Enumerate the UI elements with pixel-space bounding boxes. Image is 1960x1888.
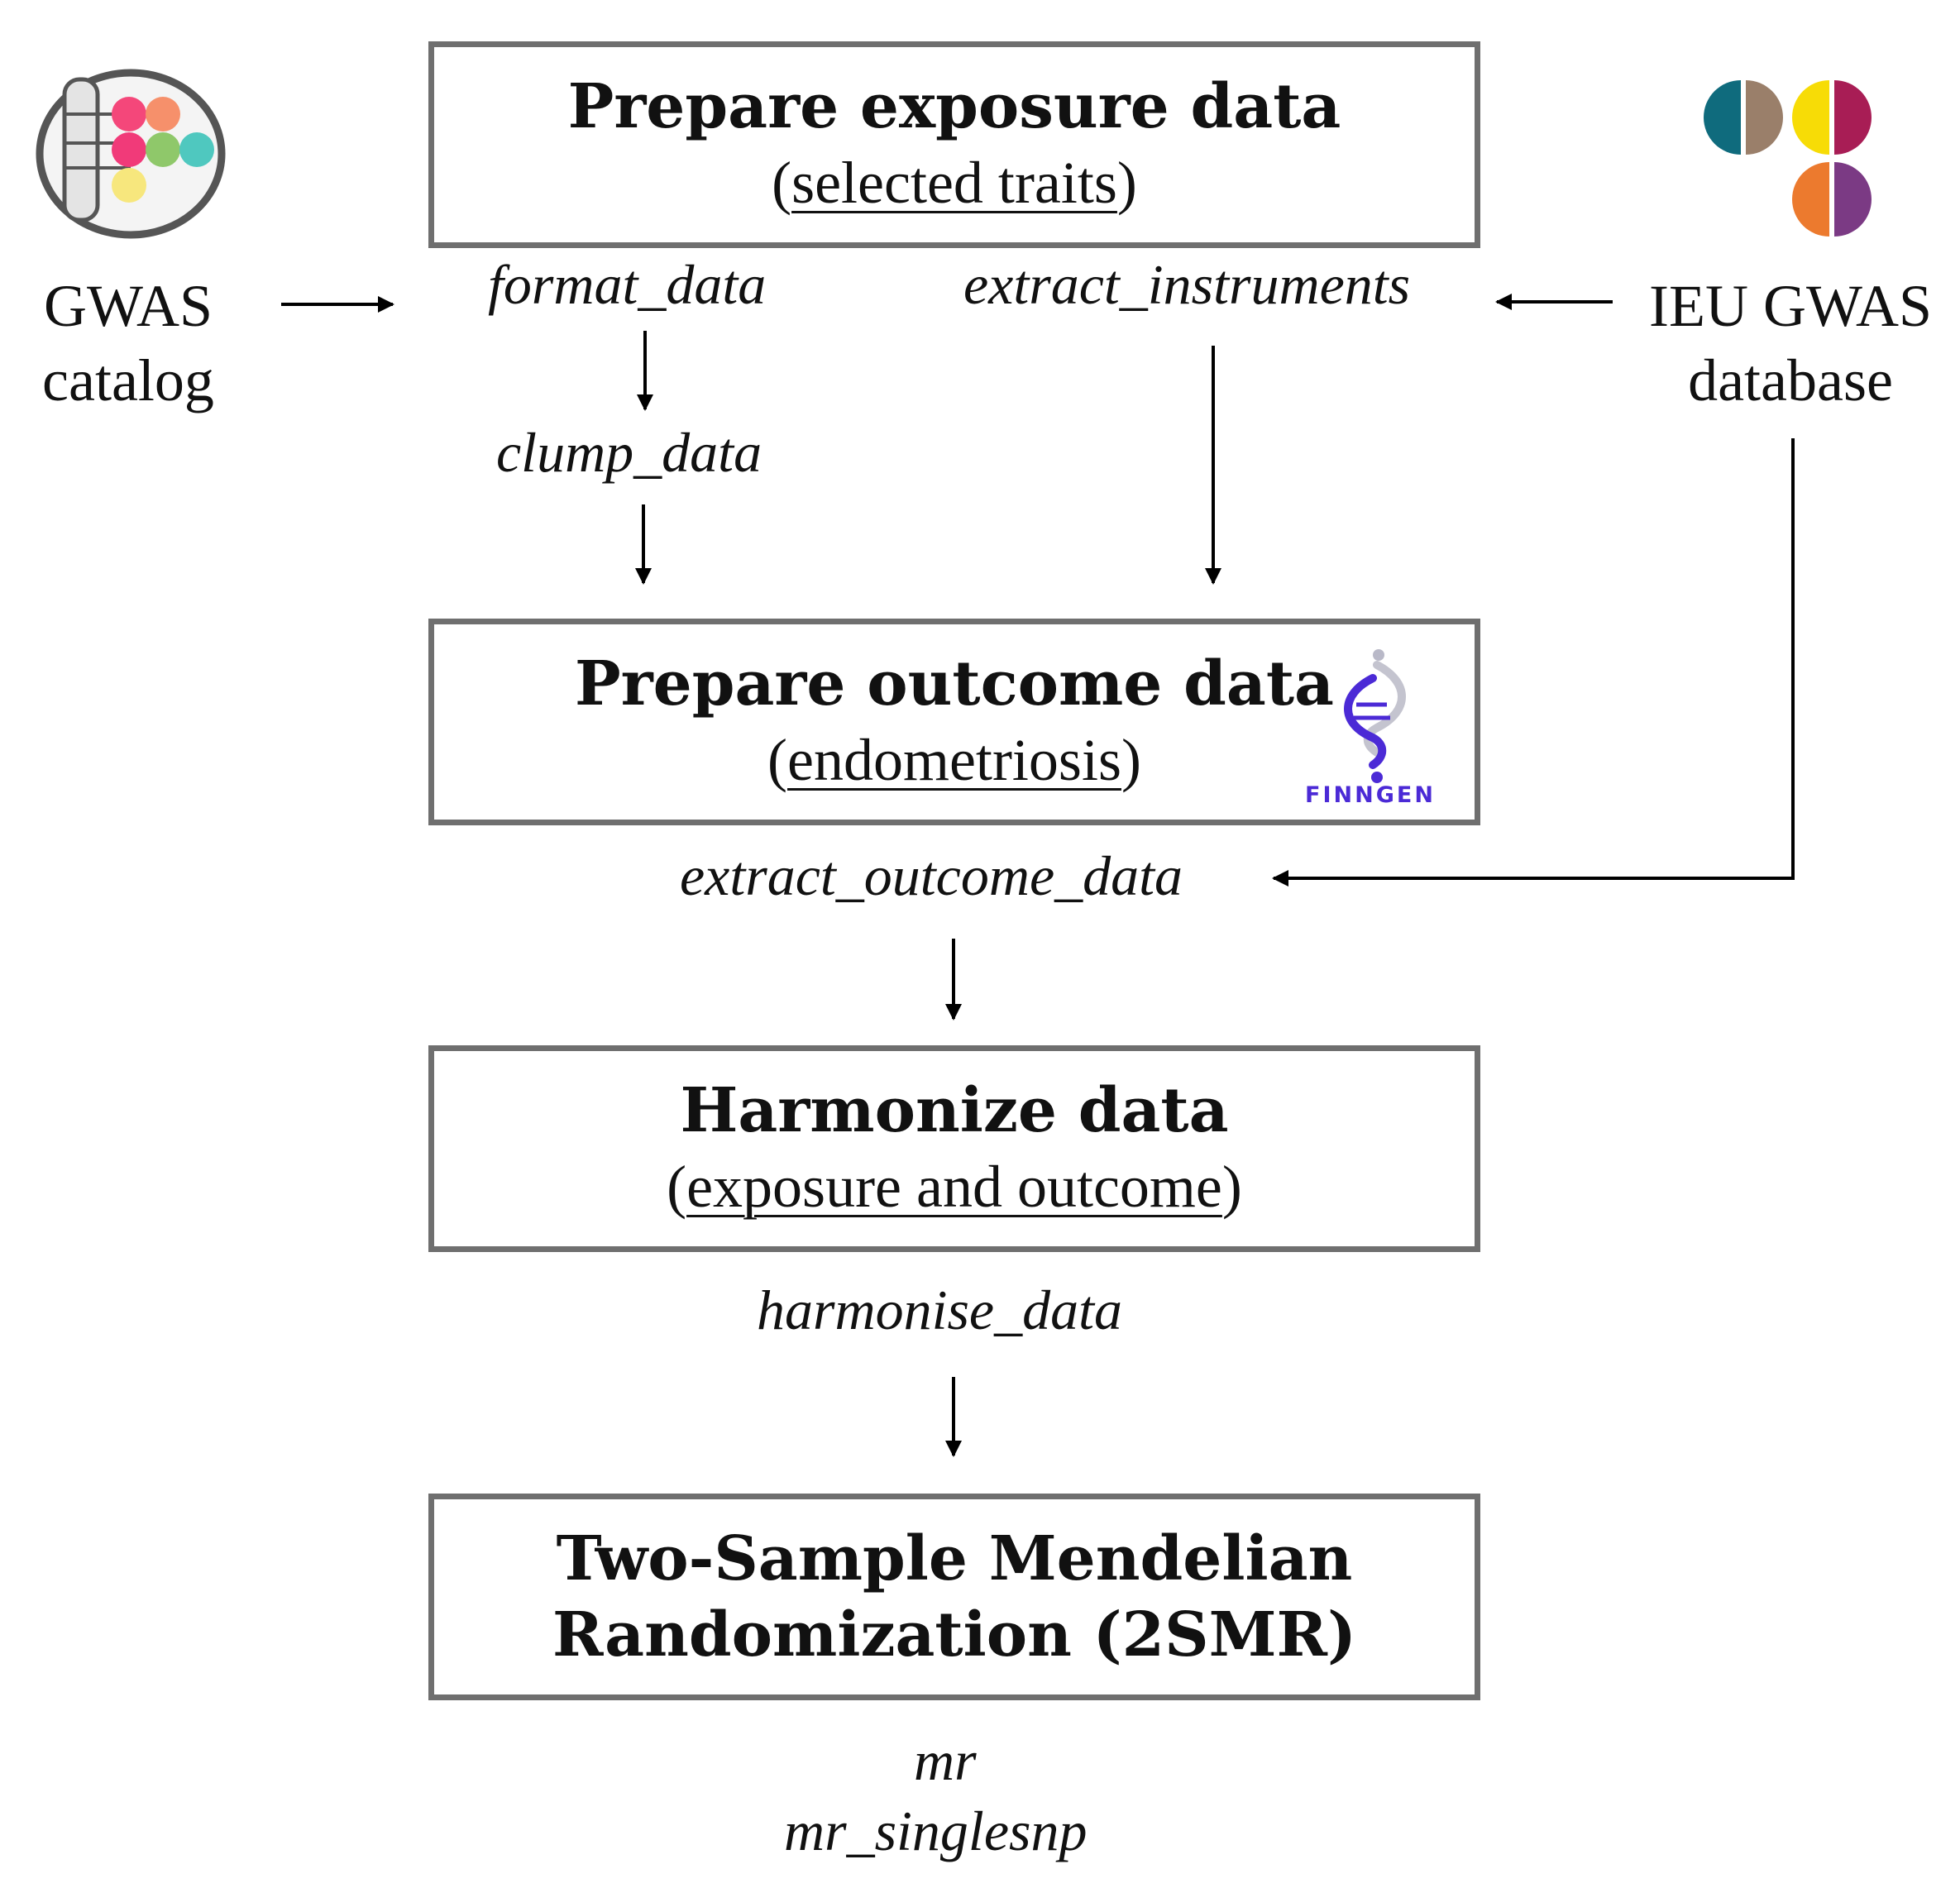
source-gwas-catalog: GWAS catalog — [25, 269, 232, 418]
finngen-logo: FINNGEN — [1294, 645, 1451, 808]
fn-format-data: format_data — [488, 253, 767, 316]
fn-mr: mr — [914, 1729, 977, 1792]
outcome-subtitle: (endometriosis) — [767, 727, 1141, 793]
harmonize-box: Harmonize data (exposure and outcome) — [428, 1045, 1480, 1252]
finngen-dot-bottom — [1371, 772, 1383, 783]
mr-title-line2: Randomization (2SMR) — [552, 1599, 1356, 1671]
exposure-box: Prepare exposure data (selected traits) — [428, 41, 1480, 248]
outcome-box: Prepare outcome data (endometriosis) — [428, 619, 1480, 825]
gwas-catalog-line1: GWAS — [43, 273, 213, 339]
harmonize-title: Harmonize data — [680, 1075, 1229, 1146]
fn-extract-instruments: extract_instruments — [963, 253, 1411, 316]
arrow-ieu-to-extract-outcome — [1272, 438, 1795, 887]
fn-harmonise-data: harmonise_data — [757, 1279, 1122, 1341]
fn-clump-data: clump_data — [496, 421, 762, 484]
harmonize-subtitle: (exposure and outcome) — [667, 1154, 1242, 1220]
outcome-title: Prepare outcome data — [575, 648, 1334, 719]
finngen-dot-top — [1373, 649, 1384, 661]
fn-extract-outcome-data: extract_outcome_data — [680, 844, 1183, 907]
ieu-line2: database — [1688, 347, 1893, 413]
mr-box: Two-Sample Mendelian Randomization (2SMR… — [428, 1494, 1480, 1700]
gwas-catalog-line2: catalog — [42, 347, 214, 413]
exposure-title: Prepare exposure data — [567, 71, 1341, 142]
ieu-line1: IEU GWAS — [1649, 273, 1932, 339]
finngen-helix-purple — [1344, 674, 1387, 769]
fn-mr-singlesnp: mr_singlesnp — [784, 1800, 1088, 1862]
exposure-subtitle: (selected traits) — [772, 150, 1137, 216]
mr-title-line1: Two-Sample Mendelian — [556, 1523, 1353, 1594]
gwas-logo-chromosome — [62, 77, 100, 222]
source-ieu-gwas-database: IEU GWAS database — [1621, 269, 1960, 418]
ieu-logo — [1699, 76, 1886, 241]
finngen-wordmark: FINNGEN — [1305, 782, 1436, 806]
finngen-helix-grey — [1363, 661, 1406, 757]
gwas-catalog-logo — [33, 65, 232, 246]
